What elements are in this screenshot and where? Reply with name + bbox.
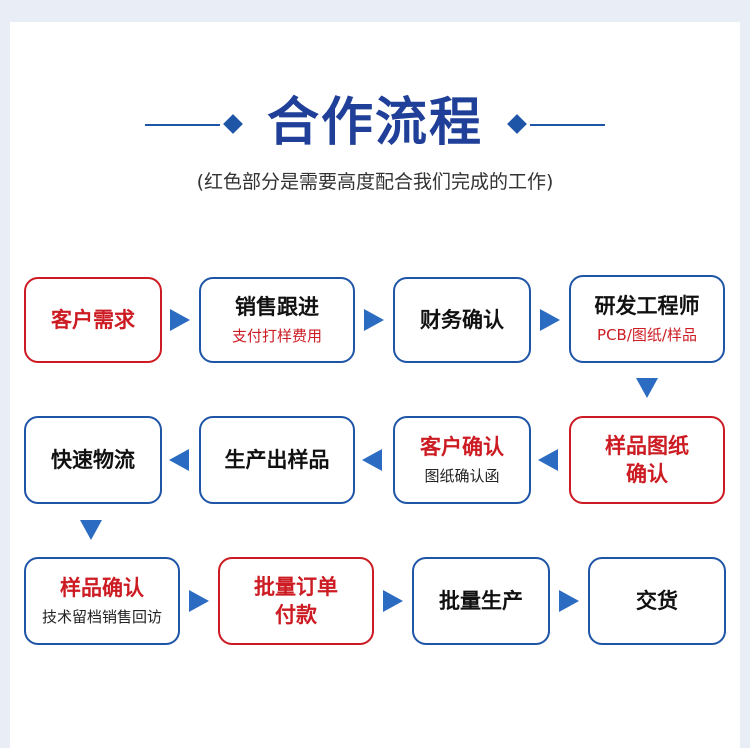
- subtitle: (红色部分是需要高度配合我们完成的工作): [196, 171, 554, 193]
- arrow-right-icon: [189, 590, 209, 612]
- arrow-down-icon: [80, 520, 102, 540]
- title-left-line: [145, 124, 220, 126]
- arrow-left-icon: [362, 449, 382, 471]
- step-produce-sample: 生产出样品: [199, 416, 355, 504]
- step-label: 批量订单 付款: [254, 575, 338, 627]
- step-label: 生产出样品: [224, 448, 330, 472]
- step-note: PCB/图纸/样品: [597, 326, 697, 344]
- step-express-logistics: 快速物流: [24, 416, 162, 504]
- arrow-right-icon: [559, 590, 579, 612]
- arrow-down-icon: [636, 378, 658, 398]
- step-label: 交货: [636, 589, 678, 613]
- step-rd-engineer: 研发工程师 PCB/图纸/样品: [569, 275, 725, 363]
- step-sample-drawing-confirm: 样品图纸 确认: [569, 416, 725, 504]
- title-right-line: [530, 124, 605, 126]
- step-note: 技术留档销售回访: [41, 608, 162, 626]
- step-sales-followup: 销售跟进 支付打样费用: [199, 277, 355, 363]
- step-note: 图纸确认函: [424, 467, 500, 485]
- step-delivery: 交货: [588, 557, 726, 645]
- page-title: 合作流程: [266, 93, 483, 153]
- arrow-left-icon: [169, 449, 189, 471]
- step-bulk-order-payment: 批量订单 付款: [218, 557, 374, 645]
- arrow-right-icon: [170, 309, 190, 331]
- step-label: 财务确认: [420, 308, 504, 332]
- step-label: 快速物流: [51, 448, 135, 472]
- step-label: 客户确认: [420, 435, 504, 459]
- step-label: 样品图纸 确认: [605, 434, 689, 486]
- step-label: 批量生产: [439, 589, 523, 613]
- arrow-right-icon: [383, 590, 403, 612]
- step-customer-demand: 客户需求: [24, 277, 162, 363]
- title-row: 合作流程: [0, 90, 750, 160]
- arrow-left-icon: [538, 449, 558, 471]
- step-label: 销售跟进: [235, 295, 319, 319]
- step-note: 支付打样费用: [231, 327, 322, 345]
- step-label: 样品确认: [60, 576, 144, 600]
- step-mass-production: 批量生产: [412, 557, 550, 645]
- step-label: 研发工程师: [594, 294, 700, 318]
- step-customer-confirm: 客户确认 图纸确认函: [393, 416, 531, 504]
- arrow-right-icon: [540, 309, 560, 331]
- step-finance-confirm: 财务确认: [393, 277, 531, 363]
- step-sample-confirm: 样品确认 技术留档销售回访: [24, 557, 180, 645]
- arrow-right-icon: [364, 309, 384, 331]
- step-label: 客户需求: [51, 308, 135, 332]
